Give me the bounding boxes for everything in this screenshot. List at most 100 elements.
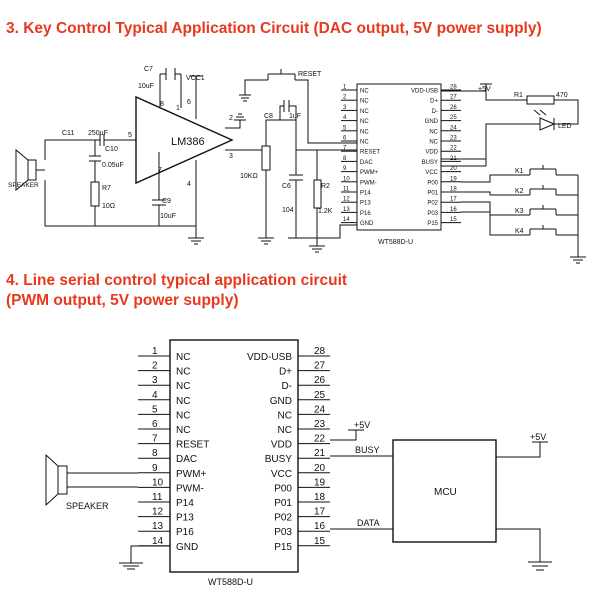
chip-1-right-pin-name: P00 bbox=[427, 180, 438, 186]
chip-2-left-pin-name: PWM- bbox=[176, 483, 204, 494]
chip-2-right-pin-number: 25 bbox=[314, 390, 326, 401]
c7-capacitor bbox=[160, 68, 181, 80]
chip-2-left-pin-number: 10 bbox=[152, 477, 164, 488]
chip-1-left-pin-number: 12 bbox=[343, 197, 350, 203]
chip-1-left-pin-number: 4 bbox=[343, 115, 347, 121]
chip-1-left-pin-name: NC bbox=[360, 89, 369, 95]
chip-1-right-pin-name: D- bbox=[432, 109, 438, 115]
chip-1-right-pin-number: 18 bbox=[450, 187, 457, 193]
led-diode bbox=[539, 117, 556, 131]
lm386-pin3: 3 bbox=[229, 153, 233, 160]
c6-label: C6 bbox=[282, 183, 291, 190]
key-label: K3 bbox=[515, 208, 524, 215]
chip-2-left-pin-name: NC bbox=[176, 352, 190, 363]
r1-value: 470 bbox=[556, 92, 568, 99]
chip-2-right-pin-name: P00 bbox=[274, 483, 292, 494]
chip-1-left-pin-number: 2 bbox=[343, 95, 347, 101]
chip-1-left-pin-number: 5 bbox=[343, 125, 347, 131]
c11-label: C11 bbox=[62, 130, 74, 137]
plus5v-label-1: +5V bbox=[478, 86, 491, 93]
chip-1-right-pin-number: 19 bbox=[450, 176, 457, 182]
speaker-1-body bbox=[27, 159, 37, 181]
c10-capacitor bbox=[89, 140, 101, 182]
r7-label: R7 bbox=[102, 185, 111, 192]
speaker-2-cone bbox=[45, 453, 138, 507]
chip-2-left-pin-name: PWM+ bbox=[176, 469, 206, 480]
c11-value: 250uF bbox=[88, 130, 108, 137]
lm386-pin2: 2 bbox=[229, 115, 233, 122]
c8-capacitor bbox=[279, 100, 357, 151]
chip-2-right-pin-name: NC bbox=[278, 425, 292, 436]
chip-2-left-pin-name: NC bbox=[176, 425, 190, 436]
chip-2-left-pin-name: RESET bbox=[176, 440, 209, 451]
plus5v-label-a: +5V bbox=[354, 420, 370, 430]
r1-resistor bbox=[526, 95, 555, 105]
chip-2-right-pin-name: D+ bbox=[279, 367, 292, 378]
chip-2-right-pin-number: 23 bbox=[314, 419, 326, 430]
r7-value: 10Ω bbox=[102, 203, 115, 210]
chip-1-left-pin-name: NC bbox=[360, 119, 369, 125]
plus5v-label-b: +5V bbox=[530, 432, 546, 442]
chip-1-left-pin-name: P13 bbox=[360, 201, 371, 207]
r2-label: R2 bbox=[321, 183, 330, 190]
chip-1-right-pin-name: VDD bbox=[425, 150, 438, 156]
chip-1-left-pin-name: GND bbox=[360, 221, 374, 227]
r2-wires bbox=[296, 150, 357, 239]
chip-2-right-pin-name: P02 bbox=[274, 513, 292, 524]
chip-1-right-pin-number: 24 bbox=[450, 125, 457, 131]
chip-1-left-pin-number: 11 bbox=[343, 187, 350, 193]
chip-2-right-pin-number: 27 bbox=[314, 361, 326, 372]
chip-1-right-pin-number: 20 bbox=[450, 166, 457, 172]
chip-1-pins: 1NC2NC3NC4NC5NC6NC7RESET8DAC9PWM+10PWM-1… bbox=[341, 85, 461, 227]
chip-2-right-pin-number: 28 bbox=[314, 346, 326, 357]
chip-1-label: WT588D-U bbox=[378, 239, 413, 246]
chip-1-left-pin-name: P14 bbox=[360, 191, 371, 197]
chip-1-left-pin-number: 13 bbox=[343, 207, 350, 213]
led-light-arrows bbox=[533, 109, 547, 116]
chip-1-right-pin-name: P15 bbox=[427, 221, 438, 227]
r1-label: R1 bbox=[514, 92, 523, 99]
chip-1-left-pin-number: 8 bbox=[343, 156, 347, 162]
chip-1-left-pin-name: DAC bbox=[360, 160, 373, 166]
chip-2-right-pin-number: 17 bbox=[314, 507, 326, 518]
c7-value: 10uF bbox=[138, 83, 154, 90]
chip-2-left-pin-number: 1 bbox=[152, 346, 158, 357]
chip-2-right-pin-number: 20 bbox=[314, 463, 326, 474]
key-switch bbox=[461, 211, 578, 236]
chip-2-left-pin-name: NC bbox=[176, 410, 190, 421]
chip-2-left-pin-name: NC bbox=[176, 381, 190, 392]
chip-1-right-pin-name: BUSY bbox=[422, 160, 438, 166]
c7-label: C7 bbox=[144, 66, 153, 73]
chip-1-right-pin-number: 16 bbox=[450, 207, 457, 213]
chip-1-right-pin-number: 28 bbox=[450, 85, 457, 91]
c6-value: 104 bbox=[282, 207, 294, 214]
r2-resistor bbox=[313, 179, 322, 209]
chip-1-right-pin-name: P02 bbox=[427, 201, 438, 207]
chip-2-left-pin-number: 5 bbox=[152, 404, 158, 415]
vdd-plus5v-rail bbox=[330, 429, 364, 441]
chip-2-right-pin-name: D- bbox=[281, 381, 292, 392]
lm386-pin4: 4 bbox=[187, 181, 191, 188]
chip-2-right-pin-number: 24 bbox=[314, 404, 326, 415]
r1-wire bbox=[485, 91, 579, 120]
chip-2-right-pin-number: 15 bbox=[314, 536, 326, 547]
lm386-pin1: 1 bbox=[176, 105, 180, 112]
chip-2-right-pin-number: 26 bbox=[314, 375, 326, 386]
key-switch bbox=[461, 185, 578, 196]
ground-bus-left bbox=[44, 180, 196, 227]
speaker-1-cone bbox=[15, 148, 45, 192]
speaker-2-body bbox=[57, 465, 68, 495]
chip-1-right-pin-name: VDD-USB bbox=[411, 89, 438, 95]
chip-1-right-pin-name: D+ bbox=[430, 99, 438, 105]
chip-2-right-pin-name: VDD-USB bbox=[247, 352, 292, 363]
c10-value: 0.05uF bbox=[102, 162, 124, 169]
c9-value: 10uF bbox=[160, 213, 176, 220]
chip-2-right-pin-name: P01 bbox=[274, 498, 292, 509]
pot-wires bbox=[258, 119, 297, 245]
chip-1-left-pin-name: P16 bbox=[360, 211, 371, 217]
speaker-1-label: SPEAKER bbox=[8, 182, 39, 189]
data-label: DATA bbox=[357, 518, 380, 528]
chip-2-left-pin-name: NC bbox=[176, 396, 190, 407]
chip-1-right-pin-name: VCC bbox=[425, 170, 438, 176]
chip-1-right-pin-number: 26 bbox=[450, 105, 457, 111]
